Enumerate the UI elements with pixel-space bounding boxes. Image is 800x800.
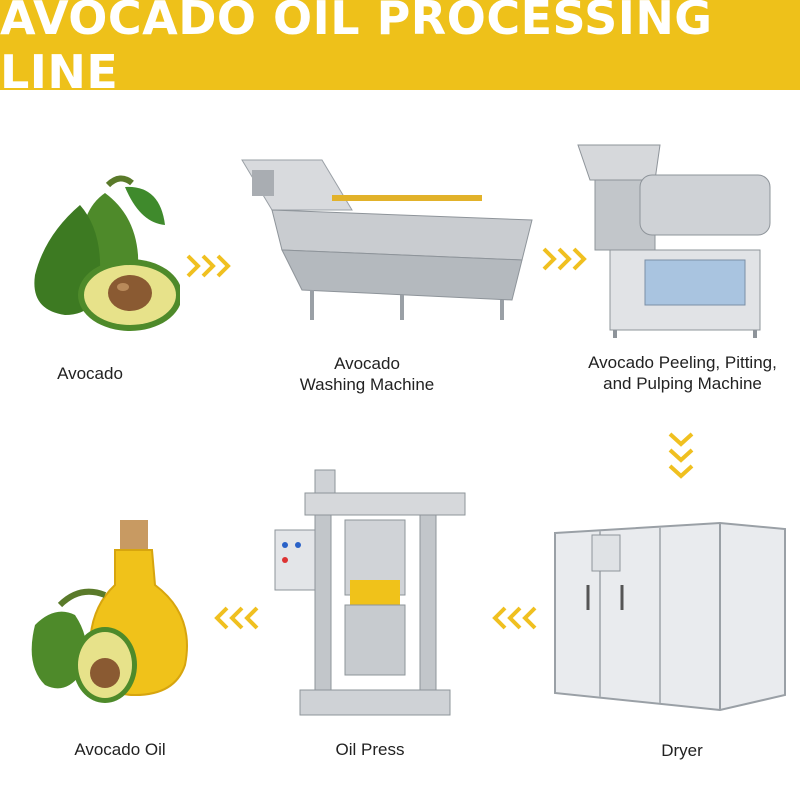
oil-bottle-icon	[31, 520, 188, 703]
title-banner: AVOCADO OIL PROCESSING LINE	[0, 0, 800, 99]
arrow-down	[666, 432, 696, 493]
pulping-machine-icon	[577, 144, 771, 338]
pulping-machine-label: Avocado Peeling, Pitting, and Pulping Ma…	[588, 353, 777, 393]
chevron-right-icon	[186, 254, 231, 278]
step-avocado-oil: Avocado Oil	[20, 515, 200, 765]
arrow-left-2	[205, 604, 259, 637]
step-oil-press: Oil Press	[270, 465, 470, 765]
washing-machine-icon	[241, 159, 533, 320]
step-pulping-machine: Avocado Peeling, Pitting, and Pulping Ma…	[570, 140, 795, 400]
dryer-label: Dryer	[661, 741, 703, 760]
dryer-icon	[554, 521, 786, 712]
oil-press-icon	[274, 469, 466, 716]
arrow-right-2	[542, 245, 596, 278]
avocado-icon	[34, 175, 180, 331]
page-title: AVOCADO OIL PROCESSING LINE	[0, 0, 713, 99]
avocado-label: Avocado	[57, 364, 123, 383]
step-washing-machine: Avocado Washing Machine	[222, 150, 542, 400]
chevron-right-icon	[542, 247, 587, 271]
chevron-left-icon	[214, 606, 259, 630]
step-avocado: Avocado	[20, 165, 180, 383]
arrow-right-1	[186, 252, 240, 285]
oil-press-label: Oil Press	[335, 740, 405, 759]
washing-machine-label: Avocado Washing Machine	[299, 354, 435, 394]
step-dryer: Dryer	[550, 515, 790, 765]
chevron-left-icon	[492, 606, 537, 630]
arrow-left-1	[483, 604, 537, 637]
avocado-oil-label: Avocado Oil	[74, 740, 166, 759]
chevron-down-icon	[668, 432, 694, 479]
